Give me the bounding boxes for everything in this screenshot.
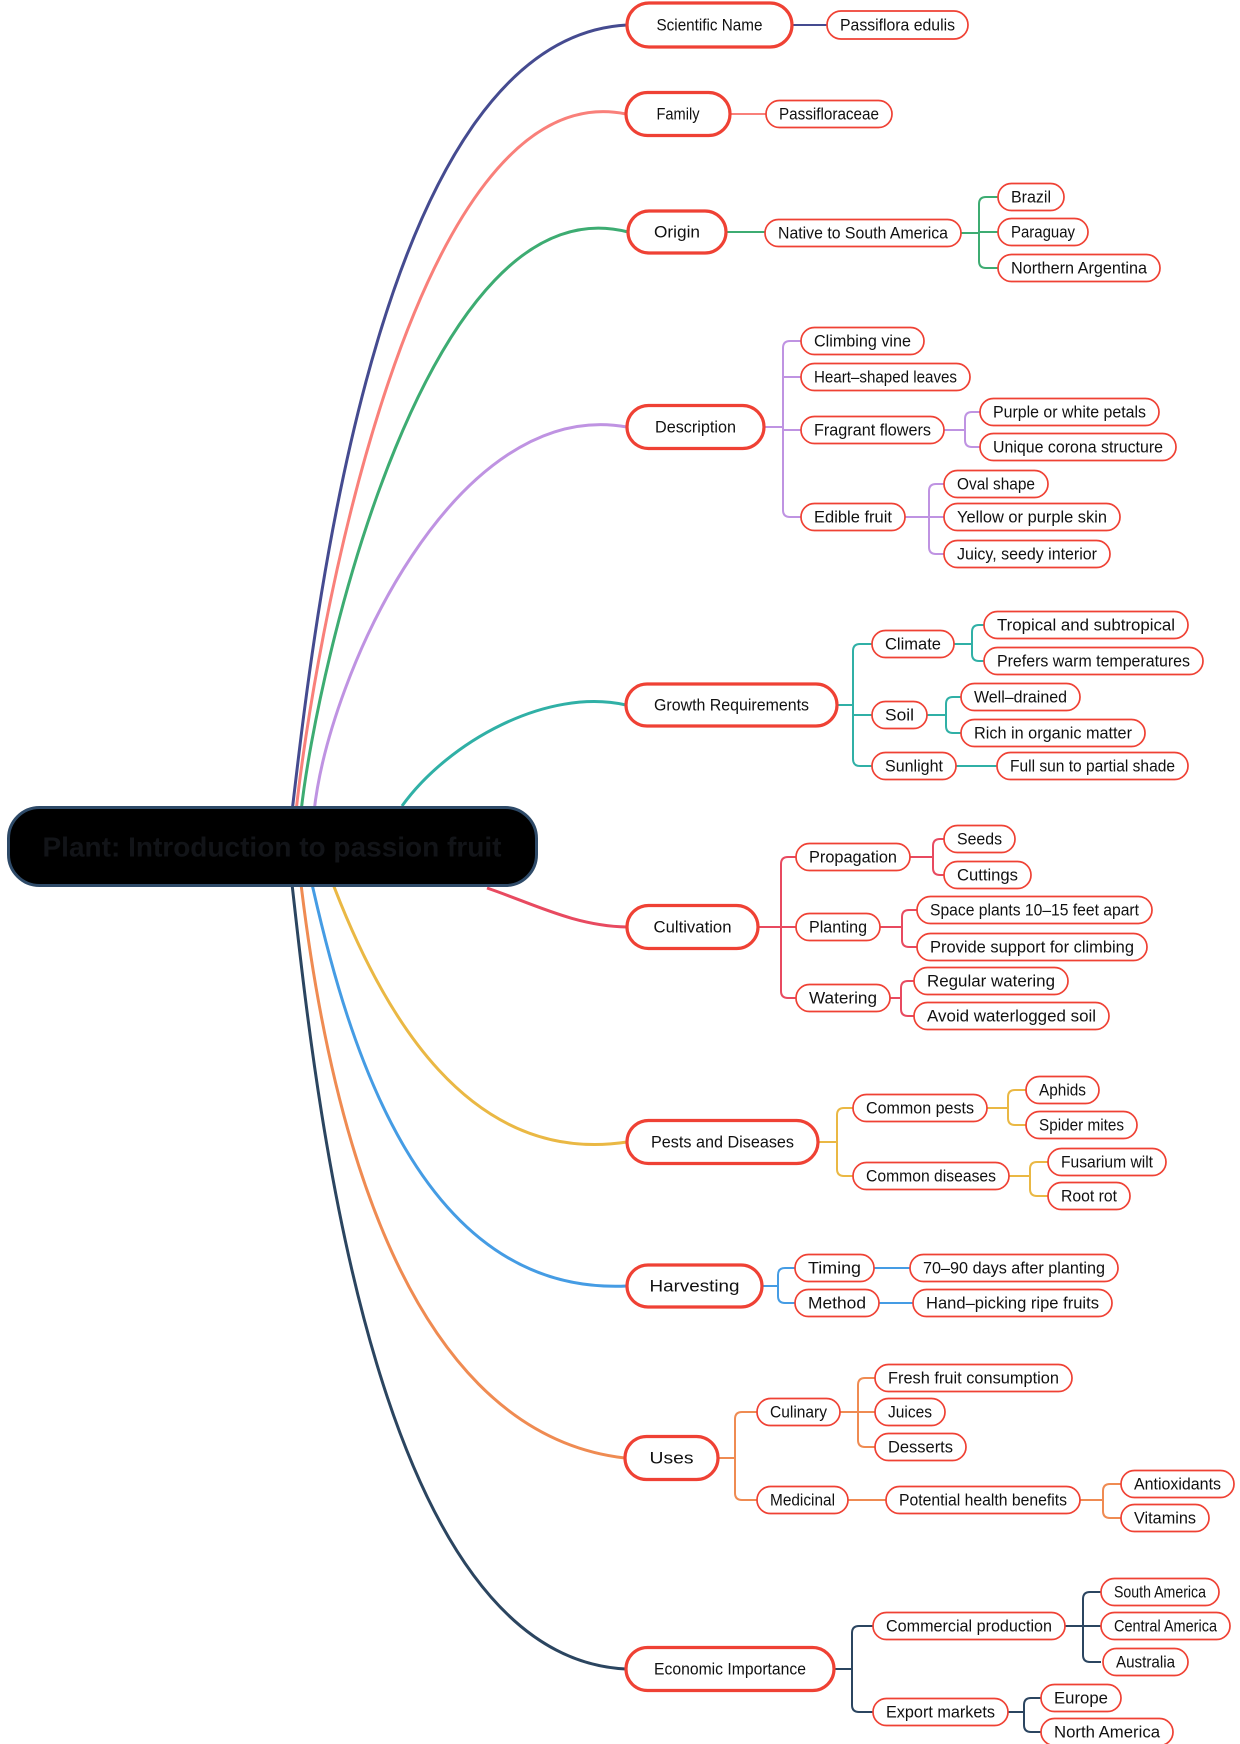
svg-text:Antioxidants: Antioxidants bbox=[1134, 1475, 1221, 1494]
svg-text:Harvesting: Harvesting bbox=[650, 1277, 740, 1296]
svg-text:Tropical and subtropical: Tropical and subtropical bbox=[997, 616, 1175, 635]
svg-text:Brazil: Brazil bbox=[1011, 188, 1051, 207]
svg-text:Potential health benefits: Potential health benefits bbox=[899, 1491, 1067, 1510]
svg-text:Watering: Watering bbox=[809, 989, 877, 1008]
svg-text:Heart–shaped leaves: Heart–shaped leaves bbox=[814, 368, 957, 387]
svg-text:Commercial production: Commercial production bbox=[886, 1617, 1052, 1636]
svg-text:Root rot: Root rot bbox=[1061, 1187, 1117, 1206]
svg-text:Yellow or purple skin: Yellow or purple skin bbox=[957, 508, 1107, 527]
svg-text:Rich in organic matter: Rich in organic matter bbox=[974, 724, 1132, 743]
svg-text:Medicinal: Medicinal bbox=[770, 1491, 835, 1510]
svg-text:Cuttings: Cuttings bbox=[957, 866, 1018, 885]
svg-text:Climbing vine: Climbing vine bbox=[814, 332, 911, 351]
svg-text:Juices: Juices bbox=[888, 1403, 932, 1422]
svg-text:Seeds: Seeds bbox=[957, 830, 1002, 849]
svg-text:Fusarium wilt: Fusarium wilt bbox=[1061, 1153, 1153, 1172]
svg-text:Edible fruit: Edible fruit bbox=[814, 508, 892, 527]
svg-text:Spider mites: Spider mites bbox=[1039, 1116, 1124, 1135]
svg-text:Climate: Climate bbox=[885, 635, 941, 654]
svg-text:Economic Importance: Economic Importance bbox=[654, 1660, 806, 1679]
svg-text:Well–drained: Well–drained bbox=[974, 688, 1067, 707]
svg-text:Passifloraceae: Passifloraceae bbox=[779, 105, 879, 124]
svg-text:Avoid waterlogged soil: Avoid waterlogged soil bbox=[927, 1007, 1096, 1026]
svg-text:Australia: Australia bbox=[1116, 1653, 1175, 1672]
svg-text:Fresh fruit consumption: Fresh fruit consumption bbox=[888, 1369, 1059, 1388]
svg-text:South America: South America bbox=[1114, 1583, 1206, 1602]
svg-text:Pests and Diseases: Pests and Diseases bbox=[651, 1133, 794, 1152]
svg-text:Growth Requirements: Growth Requirements bbox=[654, 696, 809, 715]
svg-text:Unique corona structure: Unique corona structure bbox=[993, 438, 1163, 457]
svg-text:Regular watering: Regular watering bbox=[927, 972, 1055, 991]
svg-text:Full sun to partial shade: Full sun to partial shade bbox=[1010, 757, 1175, 776]
svg-text:Timing: Timing bbox=[808, 1259, 861, 1278]
svg-text:Soil: Soil bbox=[885, 706, 914, 725]
svg-text:Uses: Uses bbox=[650, 1449, 694, 1468]
svg-text:Export markets: Export markets bbox=[886, 1703, 995, 1722]
svg-text:Purple or white petals: Purple or white petals bbox=[993, 403, 1146, 422]
svg-text:Space plants 10–15 feet apart: Space plants 10–15 feet apart bbox=[930, 901, 1139, 920]
svg-text:Juicy, seedy interior: Juicy, seedy interior bbox=[957, 545, 1097, 564]
svg-text:70–90 days after planting: 70–90 days after planting bbox=[923, 1259, 1105, 1278]
svg-text:Desserts: Desserts bbox=[888, 1438, 953, 1457]
svg-text:Fragrant flowers: Fragrant flowers bbox=[814, 421, 931, 440]
svg-text:Hand–picking ripe fruits: Hand–picking ripe fruits bbox=[926, 1294, 1099, 1313]
svg-text:North America: North America bbox=[1054, 1723, 1161, 1742]
svg-text:Vitamins: Vitamins bbox=[1134, 1509, 1196, 1528]
svg-text:Provide support for climbing: Provide support for climbing bbox=[930, 938, 1134, 957]
svg-text:Native to South America: Native to South America bbox=[778, 224, 949, 243]
svg-text:Common diseases: Common diseases bbox=[866, 1167, 996, 1186]
svg-text:Oval shape: Oval shape bbox=[957, 475, 1035, 494]
svg-text:Culinary: Culinary bbox=[770, 1403, 827, 1422]
svg-text:Northern Argentina: Northern Argentina bbox=[1011, 259, 1148, 278]
svg-text:Description: Description bbox=[655, 418, 736, 437]
svg-text:Central America: Central America bbox=[1114, 1617, 1217, 1636]
svg-text:Paraguay: Paraguay bbox=[1011, 223, 1075, 242]
svg-text:Planting: Planting bbox=[809, 918, 867, 937]
svg-text:Europe: Europe bbox=[1054, 1689, 1108, 1708]
svg-text:Prefers warm temperatures: Prefers warm temperatures bbox=[997, 652, 1190, 671]
svg-text:Family: Family bbox=[657, 105, 700, 124]
svg-text:Common pests: Common pests bbox=[866, 1099, 974, 1118]
svg-text:Plant: Introduction to passion: Plant: Introduction to passion fruit bbox=[43, 832, 502, 863]
svg-text:Cultivation: Cultivation bbox=[654, 918, 732, 937]
svg-text:Scientific Name: Scientific Name bbox=[657, 16, 763, 35]
svg-text:Method: Method bbox=[808, 1294, 866, 1313]
svg-text:Aphids: Aphids bbox=[1039, 1081, 1086, 1100]
svg-text:Propagation: Propagation bbox=[809, 848, 897, 867]
svg-text:Passiflora edulis: Passiflora edulis bbox=[840, 16, 955, 35]
svg-text:Sunlight: Sunlight bbox=[885, 757, 943, 776]
svg-text:Origin: Origin bbox=[654, 223, 700, 242]
